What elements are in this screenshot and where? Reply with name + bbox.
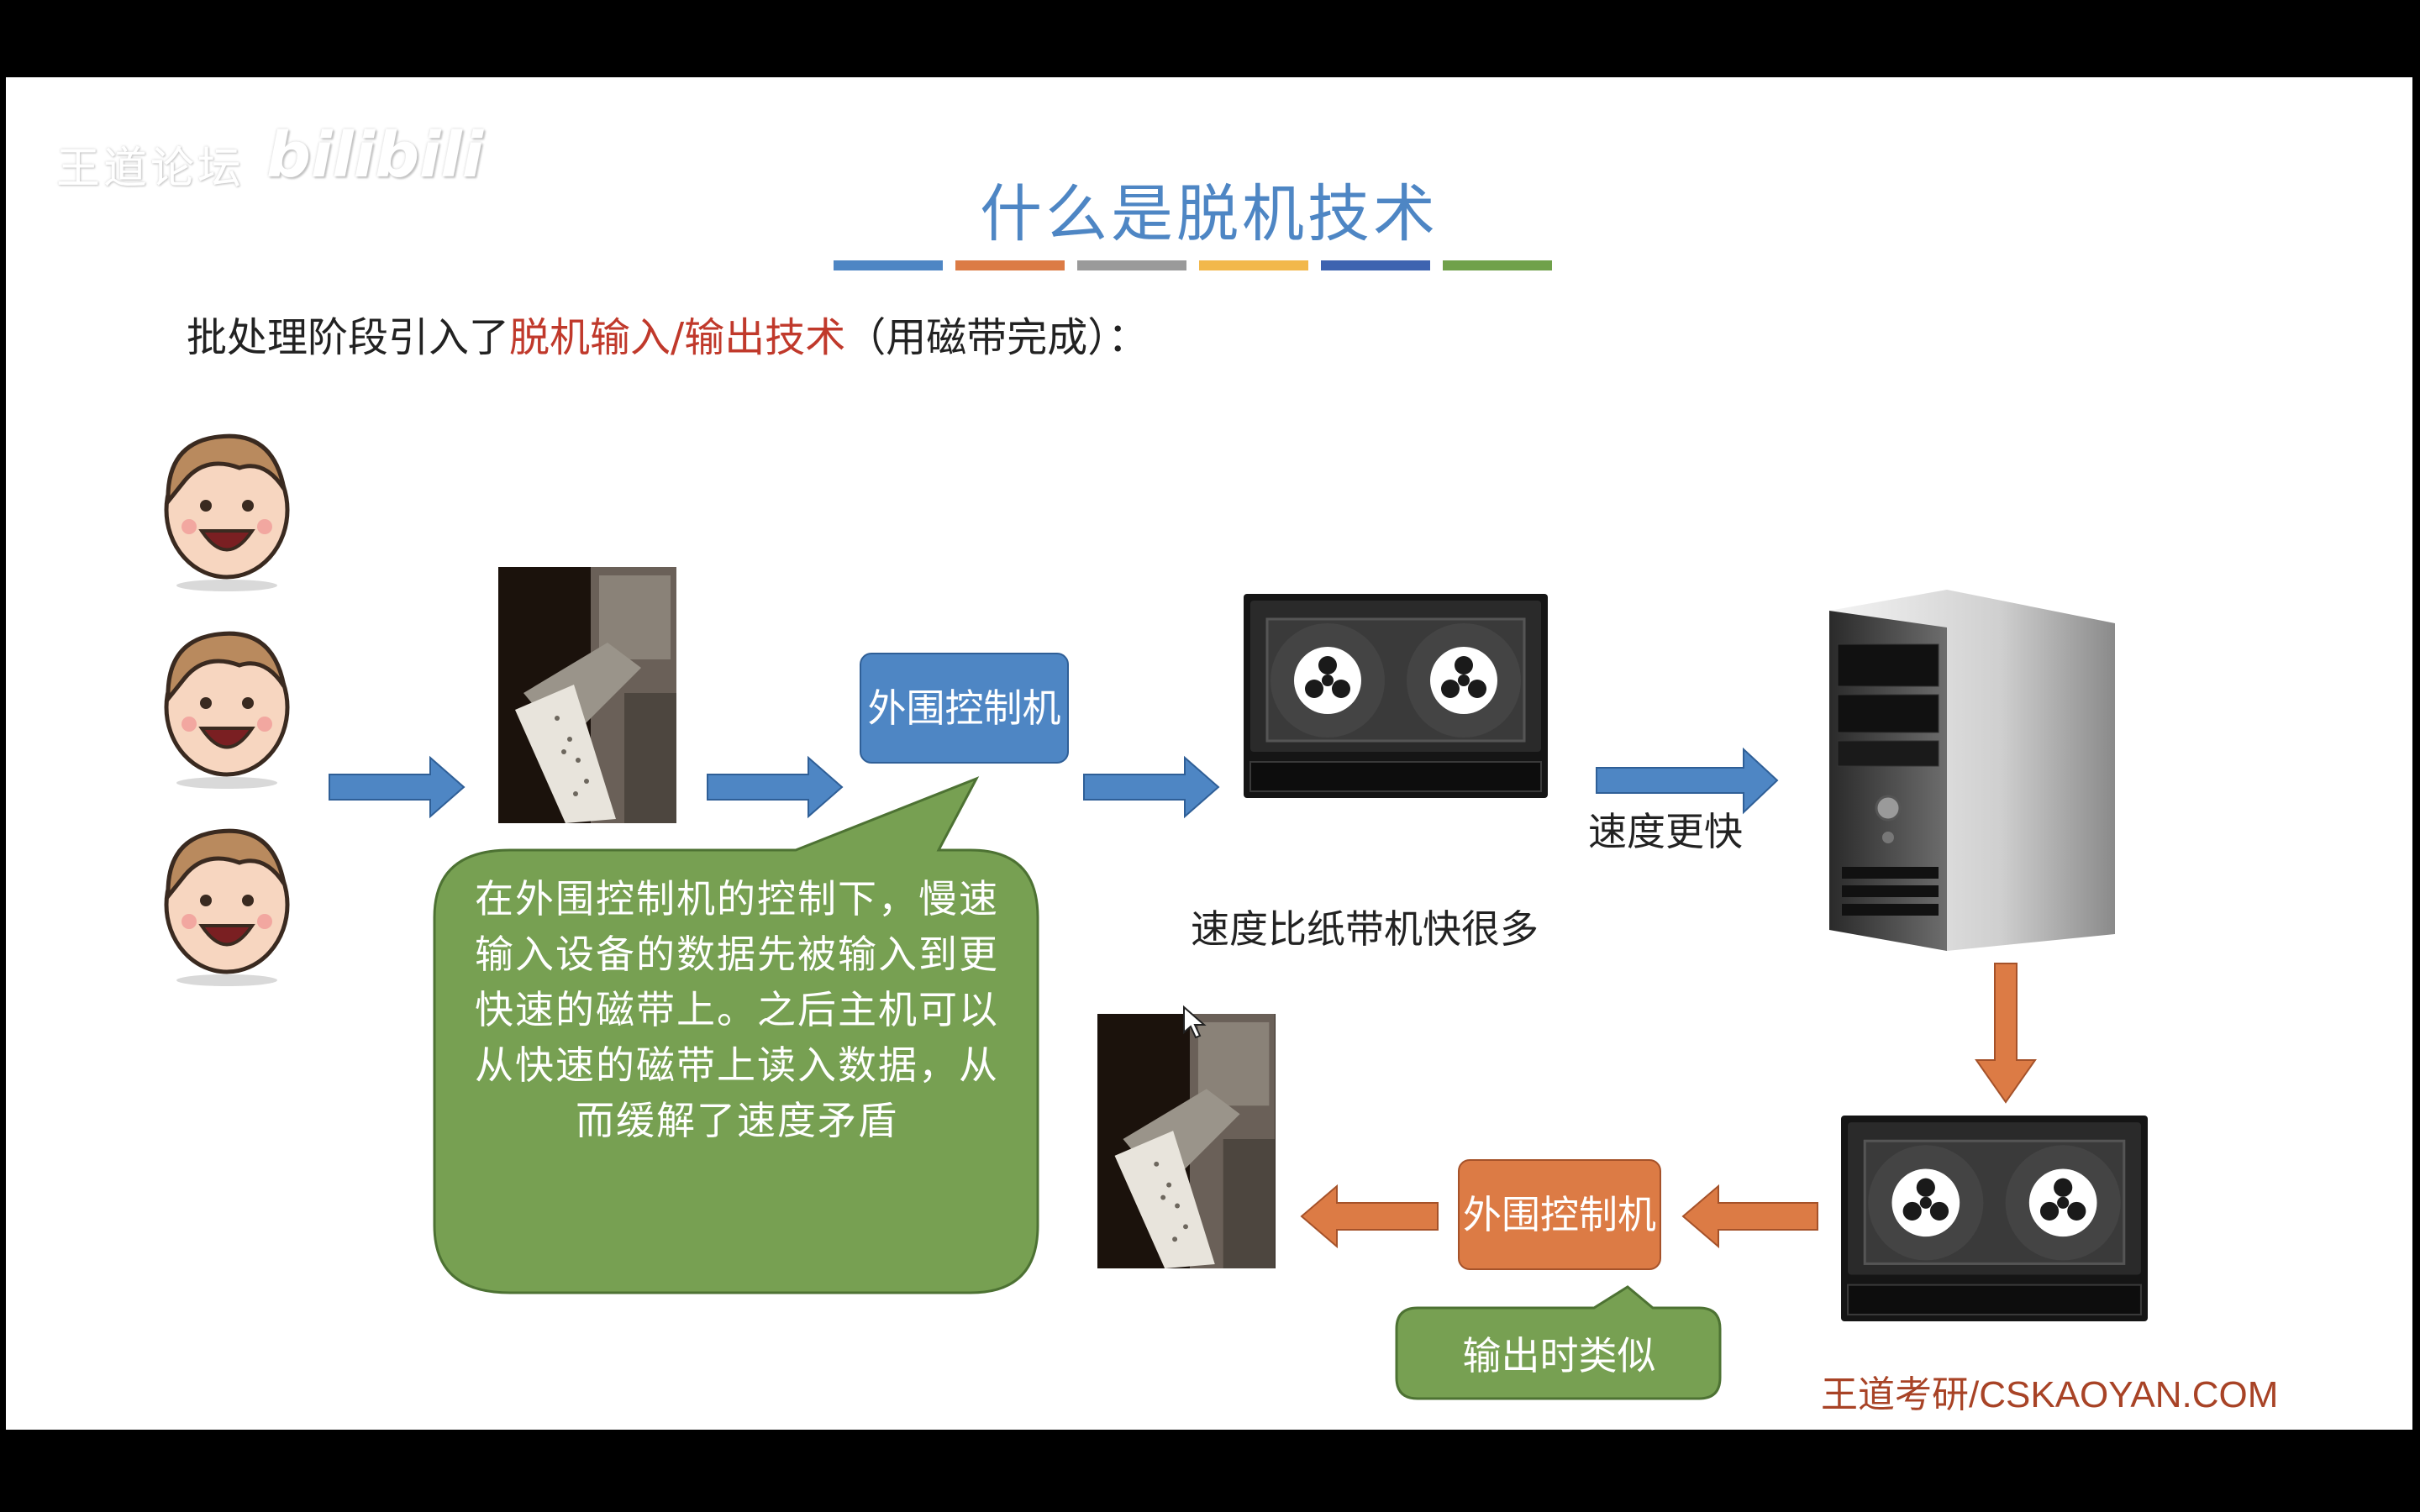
speed-faster-label: 速度更快 xyxy=(1588,809,1743,854)
slide: 王道论坛 bilibili 什么是脱机技术 批处理阶段引入了脱机输入/输出技术（… xyxy=(6,77,2412,1430)
tape-speed-note: 速度比纸带机快很多 xyxy=(1191,906,1539,952)
watermark-text: 王道论坛 xyxy=(56,144,245,194)
user-face-icon xyxy=(164,433,290,591)
host-computer-icon xyxy=(1829,590,2115,951)
intro-prefix: 批处理阶段引入了 xyxy=(187,314,510,361)
explanation-text: 在外围控制机的控制下，慢速输入设备的数据先被输入到更快速的磁带上。之后主机可以从… xyxy=(475,876,999,1143)
mouse-cursor-icon xyxy=(1183,1005,1207,1039)
magnetic-tape-icon xyxy=(1841,1116,2148,1321)
intro-highlight: 脱机输入/输出技术 xyxy=(509,314,846,361)
arrow-left-icon xyxy=(1681,1184,1818,1249)
paper-tape-reader-image xyxy=(498,567,676,823)
slide-title: 什么是脱机技术 xyxy=(980,178,1439,250)
magnetic-tape-icon xyxy=(1244,594,1548,798)
title-bar-yellow xyxy=(1199,260,1308,270)
title-bar-green xyxy=(1443,260,1552,270)
intro-suffix: （用磁带完成）： xyxy=(845,314,1149,361)
arrow-right-icon xyxy=(329,755,466,819)
output-peripheral-controller: 外围控制机 xyxy=(1458,1159,1661,1270)
paper-tape-output-image xyxy=(1097,1014,1276,1268)
user-face-icon xyxy=(164,828,290,986)
intro-text: 批处理阶段引入了脱机输入/输出技术（用磁带完成）： xyxy=(187,304,1148,363)
input-peripheral-controller: 外围控制机 xyxy=(860,653,1069,764)
arrow-down-icon xyxy=(1975,963,2037,1104)
bilibili-logo: bilibili xyxy=(266,119,484,192)
title-bar-blue xyxy=(834,260,943,270)
explanation-callout xyxy=(433,776,1722,1400)
arrow-left-icon xyxy=(1300,1184,1439,1249)
brand-footer: 王道考研/CSKAOYAN.COM xyxy=(1821,1374,2279,1415)
title-bar-orange xyxy=(955,260,1065,270)
arrow-right-icon xyxy=(707,755,844,819)
arrow-right-icon xyxy=(1083,755,1220,819)
arrow-right-icon xyxy=(1596,747,1779,815)
output-similar-note: 输出时类似 xyxy=(1462,1333,1656,1378)
title-bar-navy xyxy=(1321,260,1430,270)
user-face-icon xyxy=(164,631,290,789)
title-bar-gray xyxy=(1077,260,1186,270)
